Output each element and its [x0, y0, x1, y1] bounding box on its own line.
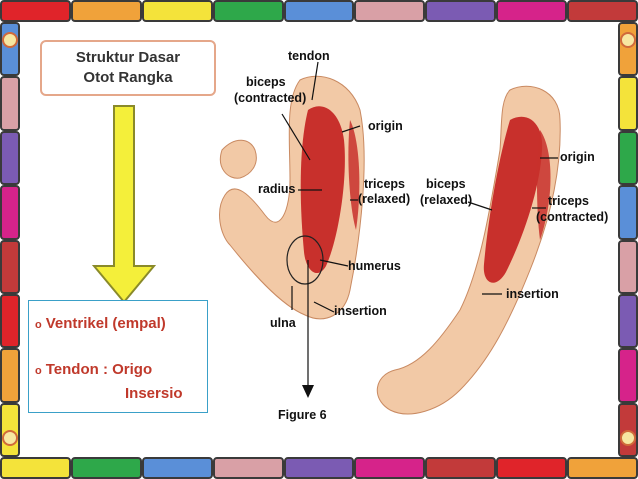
frame-segment: [0, 239, 20, 294]
label-triceps-contracted: triceps: [548, 194, 589, 208]
title-box: Struktur Dasar Otot Rangka: [40, 40, 216, 96]
info-item-insersio: Insersio: [125, 385, 183, 402]
frame-segment: [0, 22, 20, 77]
label-origin-left: origin: [368, 119, 403, 133]
frame-segment: [618, 293, 638, 349]
frame-segment: [618, 239, 638, 294]
frame-segment: [0, 348, 20, 403]
label-ulna: ulna: [270, 316, 296, 330]
down-arrow-icon: [92, 105, 156, 304]
label-biceps-relaxed: biceps: [426, 177, 466, 191]
frame-segment: [354, 457, 426, 479]
label-insertion-right: insertion: [506, 287, 559, 301]
label-biceps-contracted-state: (contracted): [234, 91, 307, 105]
frame-segment: [618, 348, 638, 403]
frame-segment: [618, 76, 638, 131]
frame-right-border: [618, 22, 638, 457]
frame-segment: [0, 293, 20, 349]
frame-left-border: [0, 22, 20, 457]
peg-icon: [620, 32, 636, 48]
frame-segment: [496, 457, 568, 479]
frame-segment: [0, 76, 20, 131]
label-triceps-contracted-state: (contracted): [536, 210, 609, 224]
frame-segment: [618, 130, 638, 186]
bullet-icon: o: [35, 365, 42, 377]
frame-segment: [354, 0, 426, 22]
label-radius: radius: [258, 182, 296, 196]
frame-segment: [141, 0, 213, 22]
frame-segment: [567, 0, 638, 22]
label-humerus: humerus: [348, 259, 401, 273]
frame-segment: [0, 185, 20, 240]
frame-segment: [0, 130, 20, 186]
label-origin-right: origin: [560, 150, 595, 164]
frame-top-border: [0, 0, 638, 22]
frame-segment: [0, 0, 71, 22]
title-line-1: Struktur Dasar: [75, 49, 181, 66]
label-triceps-relaxed-state: (relaxed): [358, 192, 411, 206]
info-item-tendon-text: Tendon : Origo: [45, 361, 153, 378]
left-arm-illustration: [219, 75, 365, 320]
label-insertion-left: insertion: [334, 304, 387, 318]
title-line-2: Otot Rangka: [83, 69, 173, 86]
frame-segment: [141, 457, 213, 479]
bullet-icon: o: [35, 319, 42, 331]
info-item-ventrikel-text: Ventrikel (empal): [45, 315, 166, 332]
elbow-circle: [286, 235, 324, 285]
label-triceps-relaxed: triceps: [364, 177, 405, 191]
arm-muscle-figure: [219, 61, 561, 415]
frame-segment: [283, 0, 355, 22]
peg-icon: [2, 430, 18, 446]
frame-bottom-border: [0, 457, 638, 479]
frame-segment: [567, 457, 638, 479]
label-figure-caption: Figure 6: [278, 408, 327, 422]
frame-segment: [0, 457, 71, 479]
frame-segment: [425, 0, 497, 22]
frame-segment: [283, 457, 355, 479]
label-biceps-contracted: biceps: [246, 75, 286, 89]
frame-segment: [212, 0, 284, 22]
frame-segment: [212, 457, 284, 479]
frame-segment: [618, 185, 638, 240]
right-arm-illustration: [376, 85, 561, 415]
frame-segment: [618, 22, 638, 77]
frame-segment: [425, 457, 497, 479]
label-biceps-relaxed-state: (relaxed): [420, 193, 473, 207]
label-tendon: tendon: [288, 49, 330, 63]
pointer-arrowhead-icon: [302, 385, 314, 398]
peg-icon: [2, 32, 18, 48]
leader-lines: [281, 61, 558, 385]
frame-segment: [496, 0, 568, 22]
frame-segment: [70, 457, 142, 479]
frame-segment: [70, 0, 142, 22]
peg-icon: [620, 430, 636, 446]
